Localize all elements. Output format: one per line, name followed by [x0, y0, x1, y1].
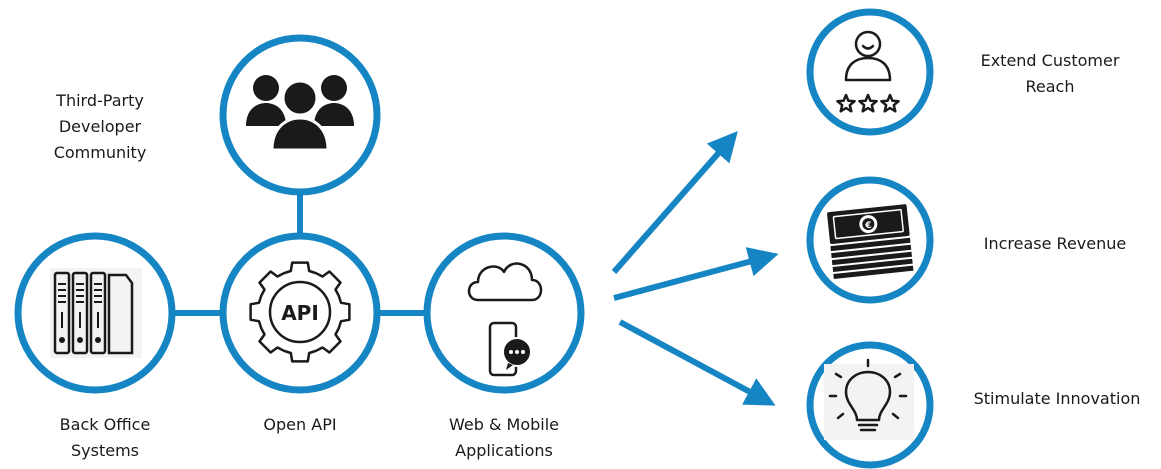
community-label-line-3: Community — [53, 143, 147, 162]
reach-node — [806, 8, 934, 136]
reach-label-line-2: Reach — [1025, 77, 1075, 96]
web-mobile-node — [423, 232, 585, 394]
web-mobile-label: Web & Mobile Applications — [424, 412, 584, 464]
community-node — [219, 34, 381, 196]
revenue-label-line-1: Increase Revenue — [983, 234, 1127, 253]
cloud-phone-chat-icon — [467, 262, 543, 377]
back-office-label-line-1: Back Office — [59, 415, 151, 434]
community-label: Third-Party Developer Community — [30, 88, 170, 166]
arrow-to-reach — [611, 130, 738, 274]
back-office-node — [14, 232, 176, 394]
lightbulb-icon — [824, 358, 914, 440]
community-label-line-2: Developer — [58, 117, 142, 136]
innovation-label: Stimulate Innovation — [957, 386, 1157, 412]
users-group-icon — [246, 75, 354, 152]
reach-label-line-1: Extend Customer — [980, 51, 1120, 70]
star-icon — [880, 93, 900, 113]
customer-rating-icon — [836, 30, 900, 113]
innovation-label-line-1: Stimulate Innovation — [973, 389, 1141, 408]
revenue-label: Increase Revenue — [960, 231, 1150, 257]
api-icon-text: API — [281, 301, 319, 325]
web-mobile-label-line-1: Web & Mobile — [448, 415, 559, 434]
back-office-label-line-2: Systems — [71, 441, 139, 460]
arrow-to-innovation — [618, 319, 776, 406]
community-label-line-1: Third-Party — [56, 91, 144, 110]
open-api-node: API — [219, 232, 381, 394]
reach-label: Extend Customer Reach — [960, 48, 1140, 100]
money-stack-icon: € — [827, 204, 914, 279]
svg-text:€: € — [864, 221, 872, 232]
open-api-label-line-1: Open API — [263, 415, 337, 434]
innovation-node — [806, 341, 934, 469]
star-icon — [858, 93, 878, 113]
open-api-label: Open API — [230, 412, 370, 438]
star-icon — [836, 93, 856, 113]
web-mobile-label-line-2: Applications — [455, 441, 553, 460]
server-rack-icon — [50, 268, 142, 358]
api-gear-icon: API — [249, 261, 351, 363]
arrow-to-revenue — [613, 247, 779, 301]
revenue-node: € — [806, 176, 934, 304]
back-office-label: Back Office Systems — [35, 412, 175, 464]
